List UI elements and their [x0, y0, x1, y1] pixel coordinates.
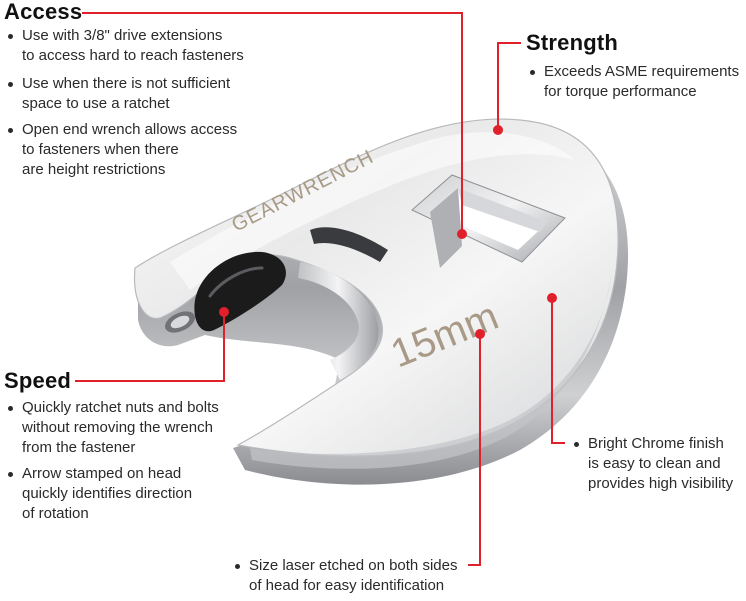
jaw-inner-wall: [298, 262, 379, 380]
access-marker-dot: [457, 229, 467, 239]
speed-heading: Speed: [4, 368, 72, 393]
speed-marker-dot: [219, 307, 229, 317]
square-drive-opening: [430, 188, 548, 250]
ratchet-pawl: [194, 251, 286, 332]
bullet-dot: [8, 128, 13, 133]
access-heading: Access: [4, 0, 83, 24]
jaw-tip-hole-inner: [170, 315, 190, 329]
access-bullet-2: Use when there is not sufficient space t…: [4, 74, 230, 114]
strength-heading: Strength: [526, 30, 619, 55]
bullet-dot: [8, 34, 13, 39]
size-leader-vertical: [479, 334, 481, 566]
bullet-dot: [574, 442, 579, 447]
access-leader-horizontal: [82, 12, 462, 14]
square-drive-wall-left: [430, 188, 462, 268]
ratchet-pawl-highlight: [208, 266, 264, 298]
access-bullet-1: Use with 3/8" drive extensions to access…: [4, 26, 244, 66]
bullet-dot: [235, 564, 240, 569]
bullet-dot: [530, 70, 535, 75]
speed-leader-vertical: [223, 312, 225, 382]
strength-marker-dot: [493, 125, 503, 135]
speed-bullet-1: Quickly ratchet nuts and bolts without r…: [4, 398, 219, 458]
strength-leader-vertical: [497, 42, 499, 130]
finish-bullet-1: Bright Chrome finish is easy to clean an…: [570, 434, 733, 494]
finish-marker-dot: [547, 293, 557, 303]
finish-leader-horizontal: [551, 442, 565, 444]
bullet-dot: [8, 82, 13, 87]
jaw-slot: [310, 227, 388, 262]
strength-bullet-1: Exceeds ASME requirements for torque per…: [526, 62, 739, 102]
speed-bullet-2: Arrow stamped on head quickly identifies…: [4, 464, 192, 524]
access-leader-vertical: [461, 12, 463, 234]
finish-leader-vertical: [551, 298, 553, 444]
bullet-dot: [8, 472, 13, 477]
speed-leader-horizontal: [75, 380, 225, 382]
size-etching-bullet-1: Size laser etched on both sides of head …: [231, 556, 457, 596]
chrome-lower-reflection: [250, 270, 612, 469]
size-marker-dot: [475, 329, 485, 339]
bullet-dot: [8, 406, 13, 411]
access-bullet-3: Open end wrench allows access to fastene…: [4, 120, 237, 180]
size-leader-horizontal: [468, 564, 481, 566]
strength-leader-horizontal: [497, 42, 521, 44]
square-drive-wall-back: [458, 188, 548, 232]
